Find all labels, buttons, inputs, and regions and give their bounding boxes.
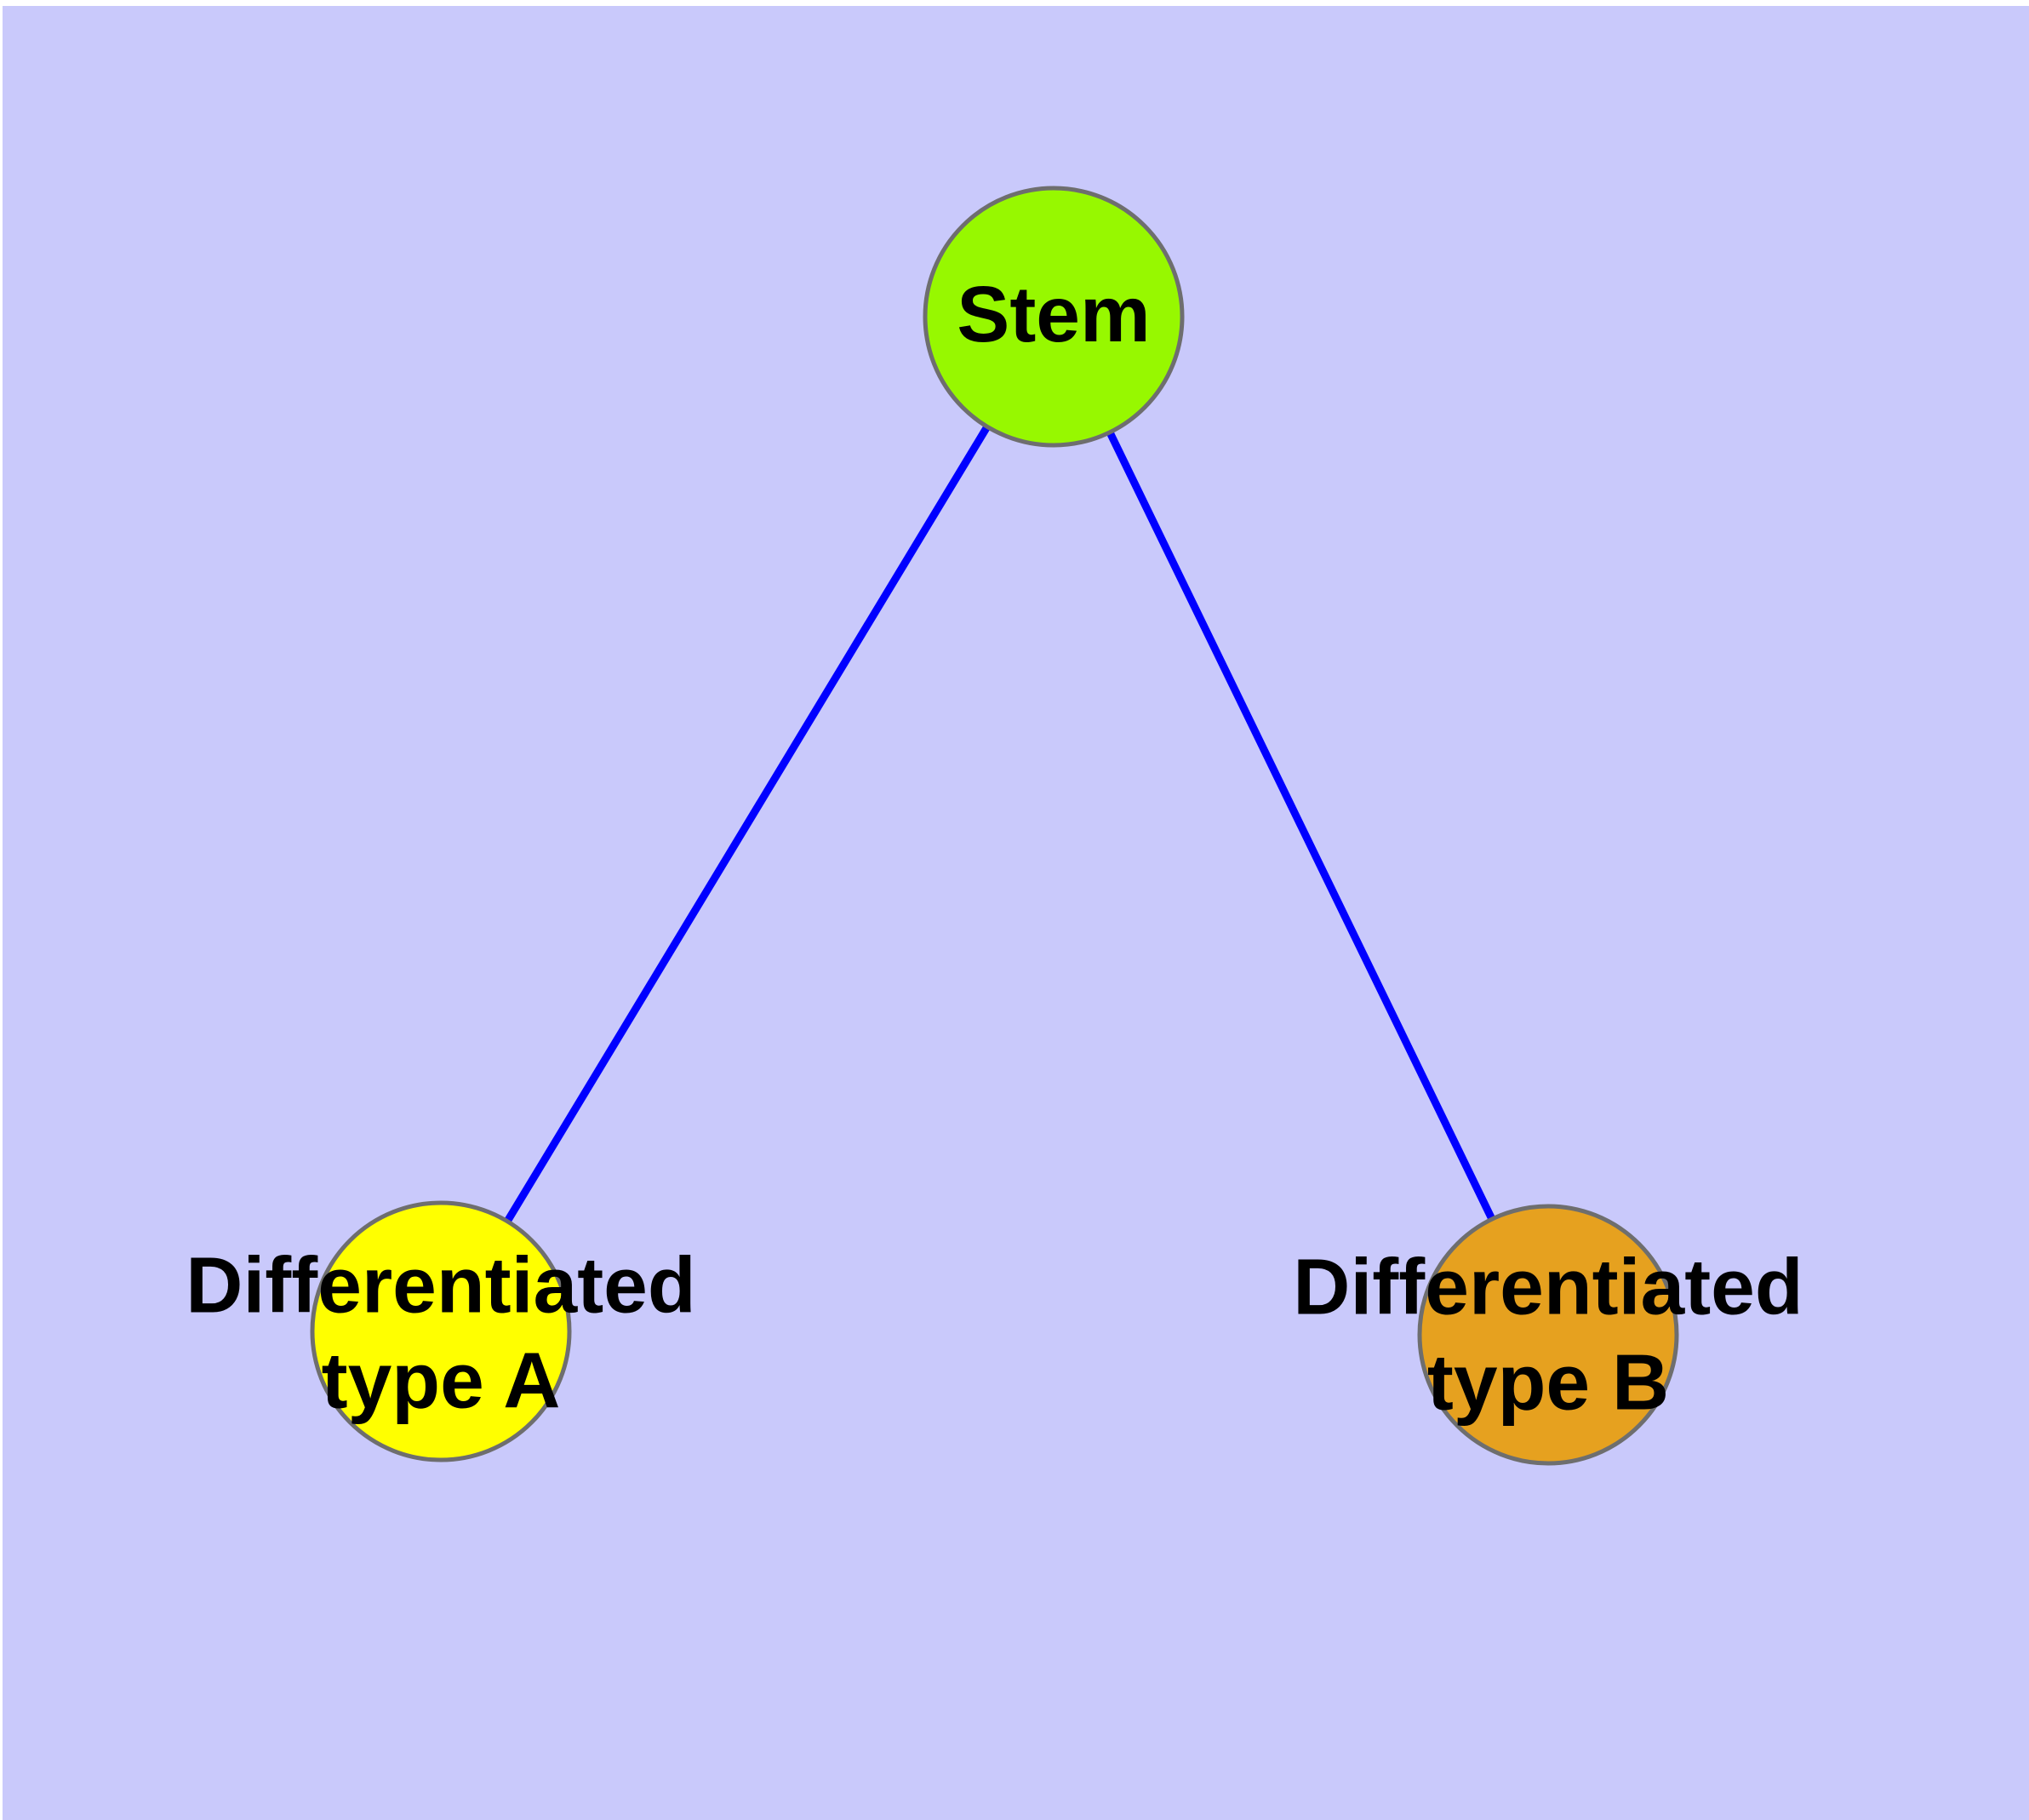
node-type-b-circle <box>1417 1204 1679 1466</box>
node-stem-circle <box>923 186 1185 448</box>
edge-stem-to-type-a <box>437 314 1057 1334</box>
node-type-a-circle <box>310 1200 572 1462</box>
edge-stem-to-type-b <box>1049 315 1552 1336</box>
